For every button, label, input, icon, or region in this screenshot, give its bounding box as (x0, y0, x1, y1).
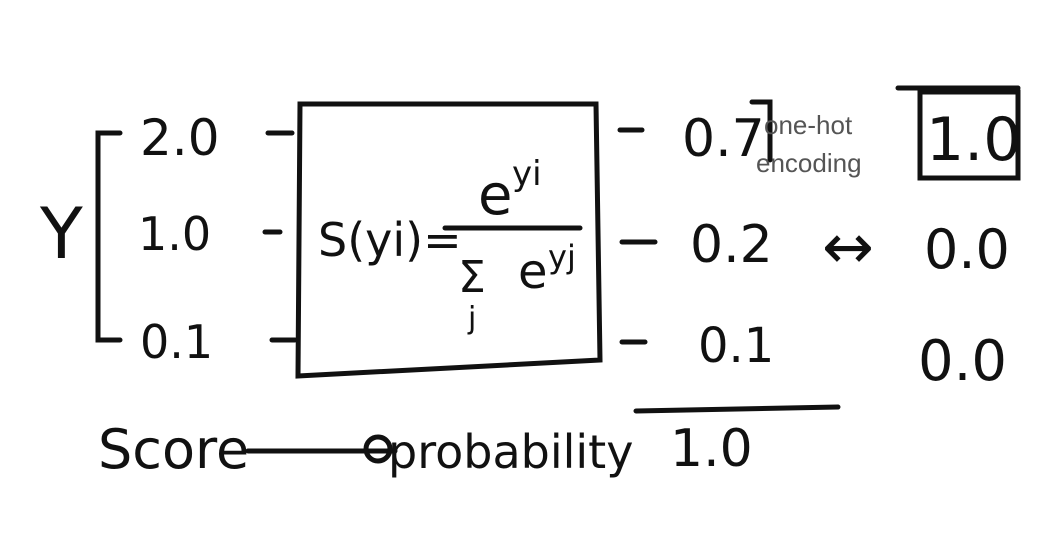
probability-sum: 1.0 (670, 419, 753, 479)
score-value-3: 0.1 (140, 315, 213, 369)
flow-arrow-head (363, 434, 393, 464)
score-value-2: 1.0 (138, 207, 211, 261)
softmax-denominator-base: e (518, 244, 548, 300)
softmax-box (295, 101, 603, 379)
prob-value-3: 0.1 (698, 318, 774, 374)
input-symbol: Y (39, 193, 83, 275)
one-hot-label-line2: encoding (756, 148, 862, 178)
one-hot-value-3: 0.0 (918, 329, 1007, 394)
bidirectional-arrow-icon: ↔ (822, 210, 874, 283)
prob-value-1: 0.7 (682, 109, 765, 169)
flow-from-label: Score (98, 418, 249, 481)
softmax-lhs: S(yi)= (318, 213, 462, 267)
prob-bracket (749, 99, 773, 163)
sum-overline (633, 404, 841, 414)
softmax-numerator-exp: yi (512, 154, 542, 194)
score-value-1: 2.0 (140, 109, 220, 167)
one-hot-label-line1: one-hot (764, 110, 853, 140)
one-hot-value-2: 0.0 (924, 218, 1010, 281)
input-bracket (95, 130, 123, 343)
flow-to-label: probability (388, 425, 633, 479)
sum-index: j (467, 301, 476, 336)
one-hot-box (917, 89, 1021, 181)
sum-symbol: Σ (458, 252, 486, 303)
prob-value-2: 0.2 (690, 215, 773, 275)
one-hot-value-1: 1.0 (926, 105, 1021, 175)
softmax-denominator-exp: yj (548, 238, 576, 276)
softmax-numerator-base: e (478, 163, 512, 228)
